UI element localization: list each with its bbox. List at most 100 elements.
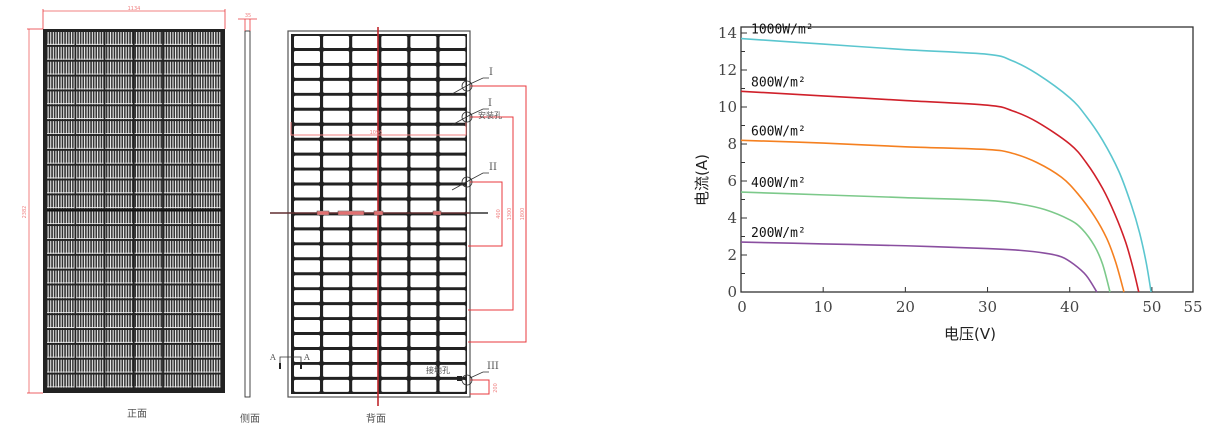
back-cell [323, 379, 350, 392]
back-cell [294, 320, 320, 333]
front-cell [163, 374, 192, 388]
series-line [740, 139, 1125, 293]
front-cell [76, 61, 104, 75]
front-cell [163, 270, 192, 284]
front-cell [134, 270, 163, 284]
side-frame [244, 30, 251, 398]
side-view: 35 侧面 [238, 13, 260, 425]
height-dim-label: 2382 [22, 206, 28, 219]
back-cell [323, 335, 350, 347]
front-cell [76, 32, 104, 45]
front-cell [134, 374, 163, 388]
back-cell [323, 50, 350, 63]
front-cell [134, 359, 163, 373]
front-cell [105, 180, 133, 194]
front-width-dimension: 1134 [42, 6, 226, 29]
front-cell [134, 211, 163, 225]
back-cell [381, 335, 408, 347]
front-cell [163, 135, 192, 149]
front-cell [76, 315, 104, 329]
front-cell [105, 315, 133, 329]
front-cell [76, 374, 104, 388]
back-cell [439, 260, 466, 273]
x-tick-label: 10 [814, 298, 833, 316]
y-tick-label: 8 [727, 135, 737, 153]
front-cell [47, 106, 75, 120]
back-cell [323, 260, 350, 273]
front-cell [105, 255, 133, 269]
back-cell [381, 36, 408, 48]
back-cell [410, 215, 437, 228]
front-cell [47, 226, 75, 240]
back-cell [352, 335, 379, 347]
back-cell [439, 200, 466, 213]
front-cell [163, 91, 192, 105]
front-cell [163, 150, 192, 164]
back-cell [323, 230, 350, 243]
back-cell [352, 320, 379, 333]
back-cell [294, 155, 320, 168]
back-cell [439, 275, 466, 288]
front-cell [76, 344, 104, 358]
front-cell [47, 344, 75, 358]
x-tick-label: 20 [896, 298, 915, 316]
front-cell [47, 165, 75, 179]
front-cell [193, 150, 221, 164]
front-cell [47, 121, 75, 135]
back-cell [352, 260, 379, 273]
back-cell [352, 140, 379, 153]
front-cell [47, 315, 75, 329]
back-cell [323, 245, 350, 258]
front-cell [105, 211, 133, 225]
back-cell [439, 245, 466, 258]
detail-circle-icon [461, 80, 473, 92]
front-cell [76, 226, 104, 240]
front-cell [47, 359, 75, 373]
back-cell [323, 125, 350, 138]
front-cell [193, 195, 221, 209]
back-cell [381, 125, 408, 138]
front-cell [76, 46, 104, 60]
back-cell [381, 185, 408, 198]
front-cell [163, 226, 192, 240]
front-cell [134, 76, 163, 90]
back-cell [439, 95, 466, 108]
dim-1300-label: 1300 [507, 208, 513, 221]
back-cell [323, 290, 350, 303]
front-cell [47, 180, 75, 194]
y-tick-label: 12 [718, 61, 737, 79]
front-cell [47, 61, 75, 75]
back-cell [294, 185, 320, 198]
front-cell [76, 195, 104, 209]
back-cell [439, 215, 466, 228]
front-cell [193, 211, 221, 225]
front-cell [105, 240, 133, 254]
y-tick-label: 2 [727, 246, 737, 264]
back-cell-grid [294, 36, 466, 392]
front-cell [134, 226, 163, 240]
front-view-label: 正面 [127, 409, 147, 420]
front-cell [193, 359, 221, 373]
front-cell [47, 240, 75, 254]
front-cell [47, 300, 75, 314]
section-a-left: A [269, 353, 276, 362]
back-cell [439, 364, 466, 377]
back-cell [439, 379, 466, 392]
callout-2: I 安装孔 [451, 98, 502, 126]
back-cell [381, 215, 408, 228]
y-tick-label: 14 [718, 24, 737, 42]
back-cell [439, 36, 466, 48]
front-cell [76, 300, 104, 314]
front-cell [105, 300, 133, 314]
front-cell [193, 240, 221, 254]
front-cell [134, 165, 163, 179]
front-cell [134, 46, 163, 60]
back-cell [410, 80, 437, 93]
front-cell [193, 91, 221, 105]
back-cell [323, 155, 350, 168]
front-cell [163, 76, 192, 90]
x-axis-label: 电压(V) [944, 325, 996, 343]
front-cell [193, 180, 221, 194]
back-cell [294, 349, 320, 362]
front-cell [47, 330, 75, 343]
